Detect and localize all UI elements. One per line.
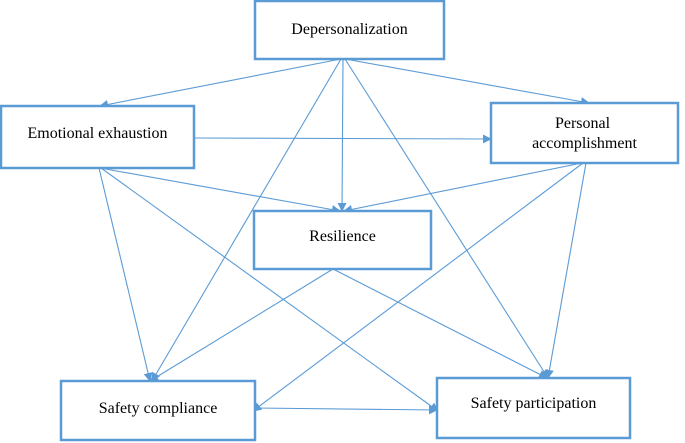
node-box	[435, 376, 632, 440]
node-label: Depersonalization	[291, 21, 407, 38]
arrow-emotional-exhaustion-to-safety-compliance	[98, 167, 153, 382]
node-resilience: Resilience	[252, 209, 433, 271]
node-label: Resilience	[309, 228, 376, 245]
node-label: Safety compliance	[99, 400, 218, 417]
arrow-personal-accomplishment-to-resilience	[343, 162, 583, 214]
node-box	[59, 379, 257, 442]
node-label: Emotional exhaustion	[28, 125, 168, 142]
arrow-personal-accomplishment-to-safety-participation	[544, 162, 587, 379]
edges-layer	[98, 58, 590, 415]
node-label-line: Depersonalization	[291, 21, 407, 38]
node-box	[253, 0, 446, 61]
arrow-personal-accomplishment-to-safety-compliance	[252, 162, 584, 412]
arrow-depersonalization-to-safety-participation	[344, 58, 549, 379]
node-safety-participation: Safety participation	[435, 376, 632, 440]
node-label-line: Personal	[555, 115, 611, 132]
arrow-depersonalization-to-emotional-exhaustion	[99, 58, 342, 109]
arrow-emotional-exhaustion-to-safety-participation	[100, 167, 439, 412]
arrow-resilience-to-safety-participation	[332, 268, 548, 379]
arrow-depersonalization-to-personal-accomplishment	[344, 58, 590, 106]
arrow-depersonalization-to-safety-compliance	[151, 58, 342, 382]
node-box	[0, 104, 196, 170]
arrow-depersonalization-to-resilience	[337, 58, 347, 212]
arrow-resilience-to-safety-compliance	[149, 268, 334, 382]
node-personal-accomplishment: Personal accomplishment	[489, 101, 680, 165]
node-label-line: Safety participation	[471, 395, 597, 412]
arrow-emotional-exhaustion-to-personal-accomplishment	[193, 134, 492, 144]
arrow-emotional-exhaustion-to-resilience	[99, 167, 341, 215]
node-depersonalization: Depersonalization	[253, 0, 446, 61]
node-label-line: Emotional exhaustion	[28, 125, 168, 142]
node-box	[252, 209, 433, 271]
node-label: Personal accomplishment	[532, 115, 637, 152]
node-label-line: Resilience	[309, 228, 376, 245]
node-label-line: accomplishment	[532, 135, 637, 152]
node-label: Safety participation	[471, 395, 597, 412]
node-label-line: Safety compliance	[99, 400, 218, 417]
node-safety-compliance: Safety compliance	[59, 379, 257, 442]
arrow-safety-compliance-to-safety-participation	[254, 405, 438, 415]
node-box	[489, 101, 680, 165]
node-emotional-exhaustion: Emotional exhaustion	[0, 104, 196, 170]
